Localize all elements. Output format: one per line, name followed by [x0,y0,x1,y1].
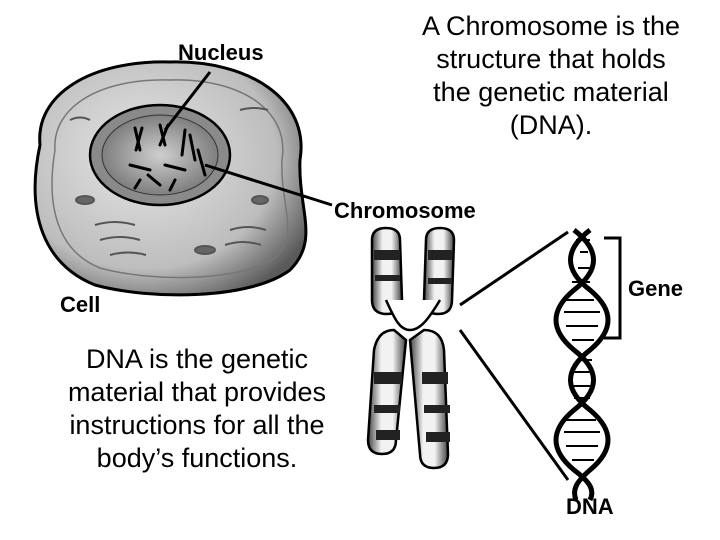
chromosome-bands [374,250,452,442]
dna-caption: DNA is the genetic material that provide… [32,343,362,475]
cell-label: Cell [60,292,101,317]
chromosome-illustration [366,226,456,470]
chromosome-right-arm-lower [408,328,450,470]
chromosome-caption-line: the genetic material [433,77,669,107]
chromosome-caption-line: (DNA). [509,110,593,140]
chromosome-pointer [204,163,333,207]
chromosome-caption-line: structure that holds [436,44,666,74]
chromosome-caption: A Chromosome is the structure that holds… [390,10,712,142]
chromosome-left-arm-lower [366,328,408,456]
dna-label: DNA [566,494,614,519]
gene-bracket [604,236,622,340]
chromosome-caption-line: A Chromosome is the [421,11,681,41]
dna-caption-line: material that provides [67,377,327,407]
cell-illustration [33,60,308,297]
dna-helix [553,228,611,502]
nucleus-label: Nucleus [178,40,264,65]
pointer-lines [163,71,570,481]
nucleus-pointer [163,71,212,131]
dna-caption-line: DNA is the genetic [85,344,309,374]
cell-organelles [69,107,269,256]
dna-base-pairs [564,239,600,461]
dna-pointer-lower [458,329,570,481]
chromosome-centromere [384,299,442,332]
cell-body-inner [51,79,289,279]
dna-caption-line: instructions for all the [69,410,325,440]
dna-pointer-upper [459,230,569,307]
chromosome-label: Chromosome [334,198,476,223]
dna-caption-line: body’s functions. [96,443,298,473]
gene-label: Gene [628,276,684,301]
